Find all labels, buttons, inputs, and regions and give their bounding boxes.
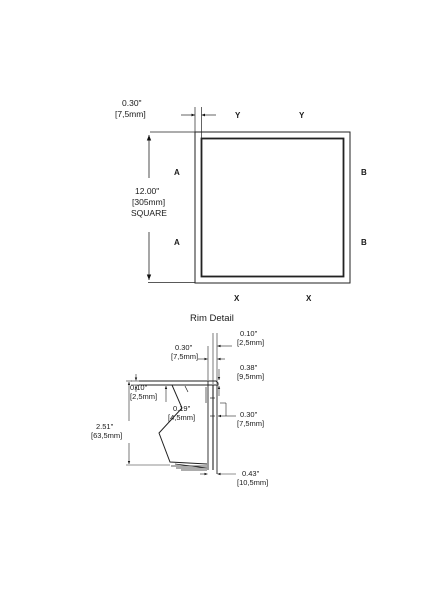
side-length-metric: [305mm]: [132, 197, 166, 207]
section-mark-b-top: B: [361, 168, 367, 177]
dim-019-metric: [4,5mm]: [168, 413, 196, 422]
tile-inner-edge: [200, 137, 345, 278]
dim-030-top-metric: [7,5mm]: [171, 352, 199, 361]
section-mark-x-left: X: [234, 294, 240, 303]
section-mark-b-bottom: B: [361, 238, 367, 247]
dim-010-left-imperial: 0.10": [130, 383, 148, 392]
section-mark-y-right: Y: [299, 111, 305, 120]
rim-flange: [139, 380, 219, 386]
dim-030-right-metric: [7,5mm]: [237, 419, 265, 428]
rim-width-imperial: 0.30": [122, 98, 142, 108]
dim-043-imperial: 0.43": [242, 469, 260, 478]
dim-251-imperial: 2.51": [96, 422, 114, 431]
dim-010-left-metric: [2,5mm]: [130, 392, 158, 401]
dim-251-metric: [63,5mm]: [91, 431, 123, 440]
dim-030-right-imperial: 0.30": [240, 410, 258, 419]
section-mark-y-left: Y: [235, 111, 241, 120]
side-length-imperial: 12.00": [135, 186, 160, 196]
dim-038-imperial: 0.38": [240, 363, 258, 372]
dim-043-metric: [10,5mm]: [237, 478, 269, 487]
section-mark-a-top: A: [174, 168, 180, 177]
rim-detail-section: [139, 380, 219, 474]
pan-profile: [139, 384, 208, 465]
side-length-shape: SQUARE: [131, 208, 167, 218]
section-mark-x-right: X: [306, 294, 312, 303]
rim-width-metric: [7,5mm]: [115, 109, 146, 119]
tile-plan-view: [194, 131, 351, 284]
dim-030-top-imperial: 0.30": [175, 343, 193, 352]
dim-010-top-imperial: 0.10": [240, 329, 258, 338]
section-mark-a-bottom: A: [174, 238, 180, 247]
bottom-hatching: [171, 465, 207, 471]
rim-detail-dimensions: [126, 333, 236, 476]
rim-detail-title: Rim Detail: [190, 313, 234, 324]
rim-width-dimension: [148, 107, 216, 283]
dim-019-imperial: 0.19": [173, 404, 191, 413]
tile-outer-edge: [194, 131, 351, 284]
dim-038-metric: [9,5mm]: [237, 372, 265, 381]
dim-010-top-metric: [2,5mm]: [237, 338, 265, 347]
